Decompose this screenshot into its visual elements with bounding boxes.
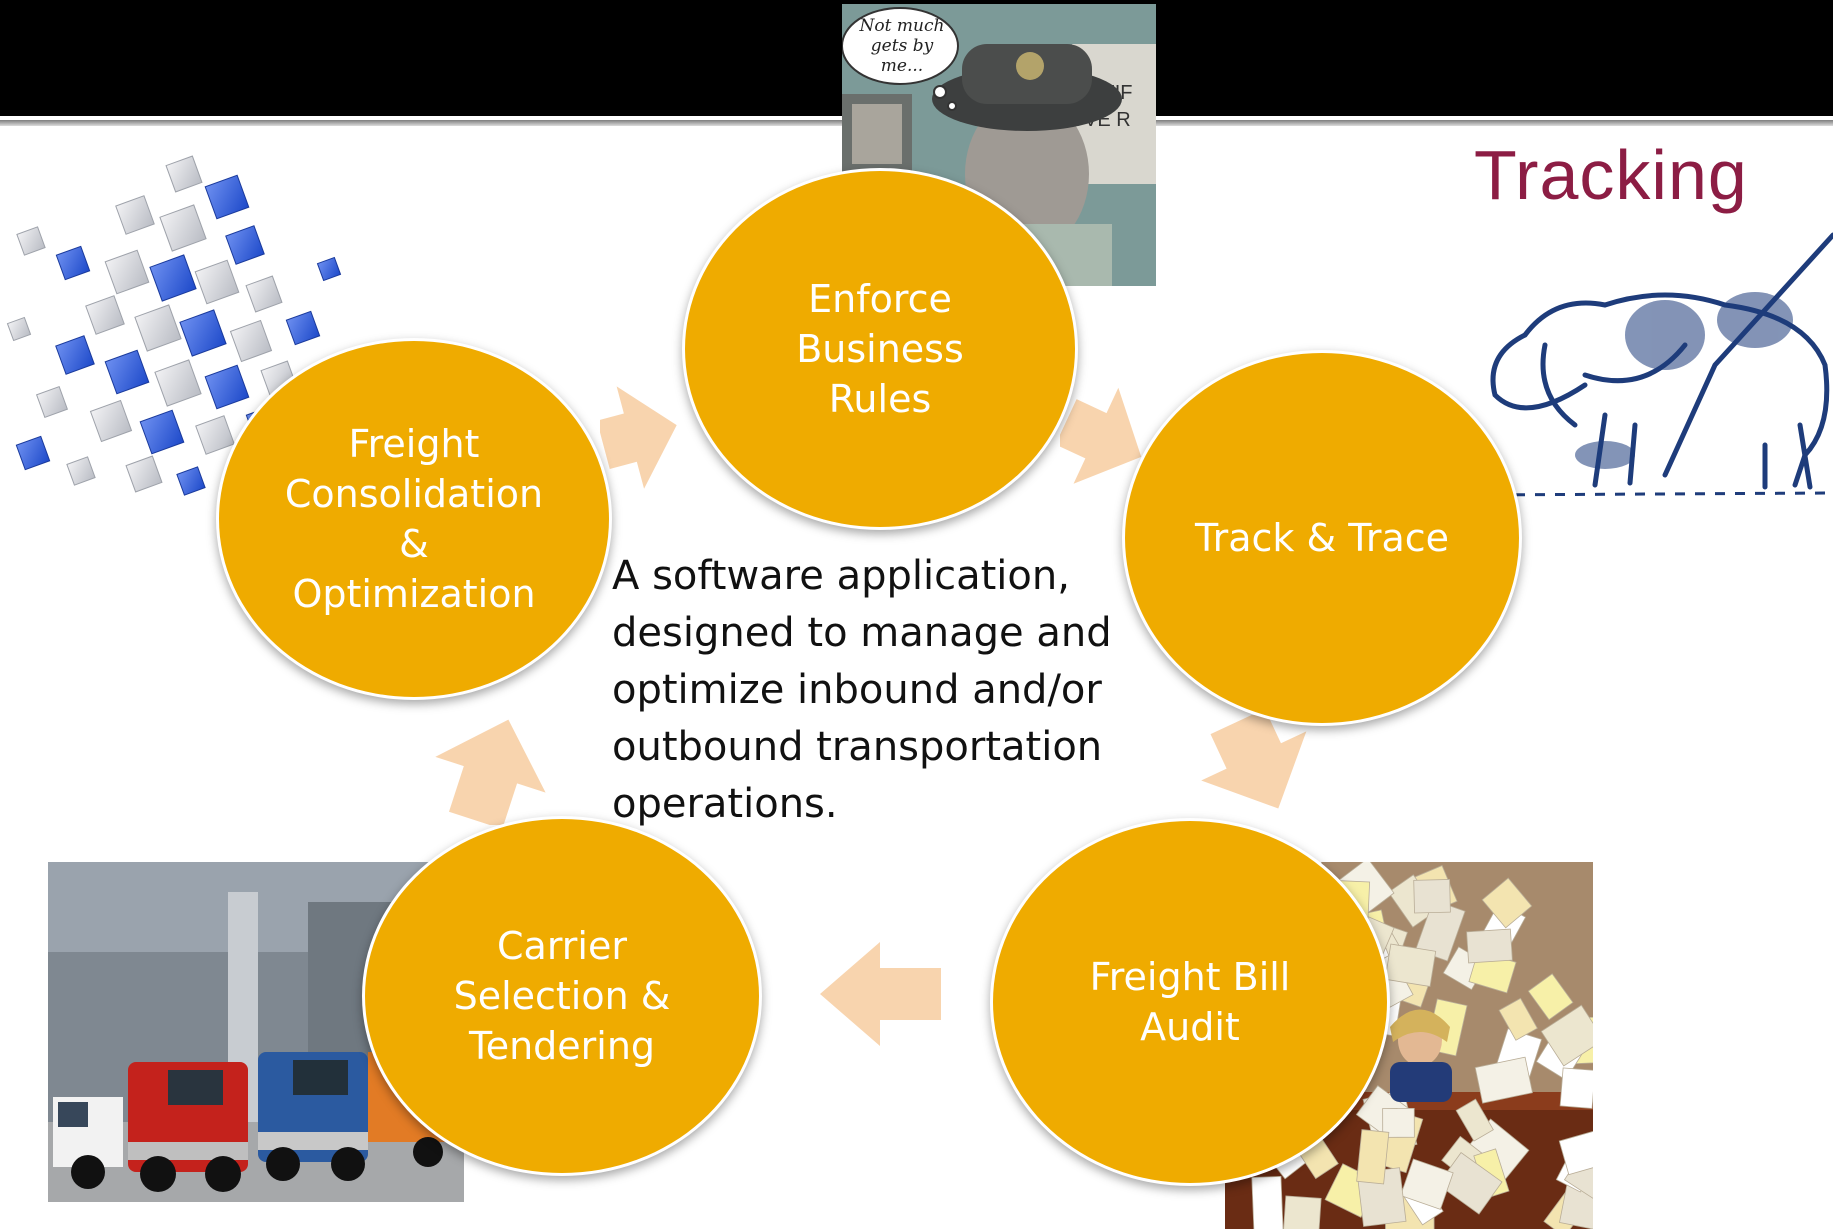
cube-block — [316, 256, 342, 282]
node-enforce-business-rules: Enforce Business Rules — [682, 168, 1078, 530]
node-label: Carrier Selection & Tendering — [453, 924, 671, 1068]
cube-block — [285, 310, 321, 346]
cube-block — [55, 245, 91, 281]
cube-block — [85, 295, 125, 335]
cube-block — [104, 249, 150, 295]
paper-sheet — [1382, 1108, 1415, 1138]
cube-block — [55, 335, 95, 375]
cube-block — [115, 195, 155, 235]
cube-block — [16, 226, 46, 256]
node-track-and-trace: Track & Trace — [1122, 350, 1522, 726]
cube-block — [6, 316, 32, 342]
cube-block — [225, 225, 265, 265]
paper-sheet — [1481, 877, 1533, 929]
cube-block — [66, 456, 96, 486]
paper-sheet — [1400, 1158, 1454, 1210]
paper-sheet — [1413, 879, 1451, 914]
node-carrier-selection: Carrier Selection & Tendering — [362, 816, 762, 1176]
paper-sheet — [1527, 973, 1574, 1021]
paper-sheet — [1558, 1126, 1593, 1176]
cube-block — [134, 304, 182, 352]
cube-block — [15, 435, 51, 471]
paper-sheet — [1559, 1067, 1593, 1109]
bloodhound-icon — [1465, 225, 1833, 505]
node-label: Freight Bill Audit — [1089, 955, 1291, 1049]
paper-sheet — [1384, 943, 1437, 987]
cube-cluster-icon — [0, 140, 360, 500]
paper-sheet — [1474, 1056, 1533, 1104]
cube-block — [104, 349, 150, 395]
cube-block — [245, 275, 283, 313]
paper-sheet — [1251, 1175, 1284, 1229]
arrow-carrier-to-consolidation — [435, 719, 546, 825]
paper-sheet — [1283, 1195, 1322, 1229]
cube-block — [125, 455, 163, 493]
node-label: Freight Consolidation & Optimization — [284, 422, 544, 616]
cube-block — [204, 364, 250, 410]
cube-block — [165, 155, 203, 193]
comic-bubble-text: Not much gets by me... — [859, 16, 945, 76]
paper-sheet — [1356, 1129, 1390, 1185]
arrow-consolidation-to-enforce — [600, 386, 677, 489]
cube-block — [194, 259, 240, 305]
cube-block — [89, 399, 133, 443]
node-freight-consolidation: Freight Consolidation & Optimization — [216, 338, 612, 700]
node-label: Enforce Business Rules — [796, 277, 964, 421]
cube-block — [159, 204, 207, 252]
cube-block — [195, 415, 235, 455]
cube-block — [149, 254, 197, 302]
arrow-audit-to-carrier — [820, 942, 941, 1046]
cube-block — [176, 466, 206, 496]
paper-sheet — [1540, 1004, 1593, 1067]
node-label: Track & Trace — [1194, 516, 1450, 560]
node-freight-bill-audit: Freight Bill Audit — [990, 818, 1390, 1186]
paper-sheet — [1466, 928, 1513, 964]
cube-block — [229, 319, 273, 363]
paper-sheet — [1437, 1151, 1503, 1215]
arrow-track-to-audit — [1201, 715, 1307, 809]
cube-block — [154, 359, 202, 407]
cube-block — [179, 309, 227, 357]
cube-block — [139, 409, 185, 455]
arrow-enforce-to-track — [1060, 387, 1142, 484]
tracking-caption: Tracking — [1474, 136, 1748, 214]
paper-sheet — [1498, 997, 1538, 1041]
cube-block — [35, 385, 69, 419]
paper-sheet — [1455, 1098, 1494, 1142]
center-description: A software application, designed to mana… — [612, 553, 1112, 827]
cube-block — [204, 174, 250, 220]
